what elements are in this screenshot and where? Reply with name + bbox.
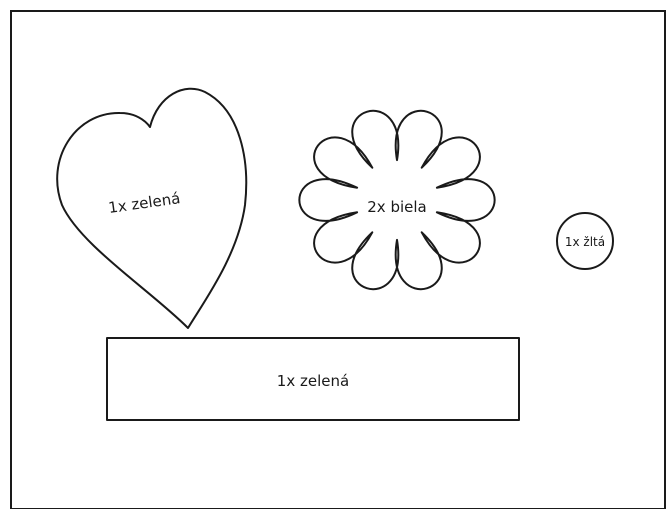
heart-shape: 1x zelená xyxy=(56,87,248,329)
page-frame xyxy=(10,10,666,509)
heart-outline xyxy=(56,87,248,329)
circle-shape: 1x žltá xyxy=(556,212,614,270)
circle-outline xyxy=(556,212,614,270)
flower-label: 2x biela xyxy=(367,198,426,216)
strip-shape: 1x zelená xyxy=(106,337,520,421)
flower-shape: 2x biela xyxy=(298,109,496,291)
strip-label: 1x zelená xyxy=(277,372,349,390)
flower-outline xyxy=(298,109,496,291)
circle-label: 1x žltá xyxy=(565,235,605,249)
strip-outline xyxy=(106,337,520,421)
